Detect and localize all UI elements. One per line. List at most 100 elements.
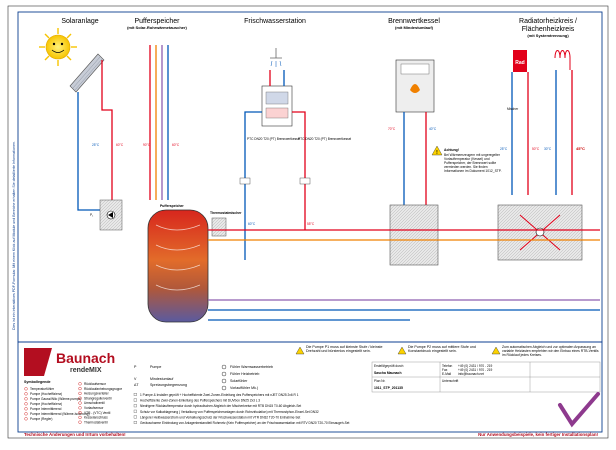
valve-fresh-left[interactable] <box>239 177 251 185</box>
warning-box: ! Achtung! Bei Wärmeerzeugern mit ungere… <box>431 145 501 173</box>
logo-brand: Baunach <box>56 350 115 366</box>
phone-label: Telefon <box>442 364 453 368</box>
legend-p: P <box>134 365 137 369</box>
sensor-icon-1 <box>221 364 227 370</box>
temp-heat-1: 25°C <box>500 147 508 151</box>
side-note: Dies ist ein interaktives PDF-Formular. … <box>12 141 16 330</box>
temp-solar-return: 25°C <box>92 143 100 147</box>
legend-item: Temperaturfühler <box>30 387 55 391</box>
shower-icon <box>270 48 282 67</box>
legend-item: Pumpe Gauss/Wilo (Wärme-pumpe) <box>30 397 81 401</box>
temp-heat-4: 45°C <box>576 146 585 151</box>
section-heating: Radiatorheizkreis / <box>519 18 577 25</box>
legend-item: Vorlaufsensor <box>84 406 104 410</box>
section-solar: Solaranlage <box>61 18 98 25</box>
phone: +49 (0) 2431 / 970 - 219 <box>458 364 493 368</box>
fresh-water-pipes <box>244 70 306 260</box>
section-heating-2: Flächenheizkreis <box>522 26 575 33</box>
boiler-manifold[interactable] <box>389 204 439 266</box>
warning-title: Achtung! <box>444 148 459 152</box>
radiator-icon[interactable] <box>513 50 527 72</box>
legend-dt-desc: Spreizungsbegrenzung <box>150 383 187 387</box>
section-heating-sub: (mit Systemtrennung) <box>527 33 569 38</box>
sensor-icon-2 <box>221 371 227 377</box>
legend-symbol-icon <box>24 397 28 401</box>
created-by-label: Erstellt/geprüft durch <box>374 364 404 368</box>
legend-f3: Solarfühler <box>230 379 248 383</box>
radiator-label: Rad <box>515 60 524 66</box>
legend-symbol-icon <box>78 387 82 391</box>
legend-symbol-icon <box>78 420 82 424</box>
legend-item: Umschaltventil <box>84 401 105 405</box>
info-checkbox[interactable] <box>133 415 137 419</box>
legend-symbol-icon <box>24 407 28 411</box>
note-2-icon <box>397 346 407 355</box>
solar-station[interactable] <box>99 199 123 231</box>
note-3-icon <box>491 346 501 355</box>
thermostat-mixer[interactable] <box>211 217 227 237</box>
section-buffer-sub: (mit Solar-Rohrwärmetauscher) <box>127 25 187 30</box>
heating-pipes <box>511 70 573 195</box>
legend-symbol-icon <box>24 392 28 396</box>
heating-manifold[interactable] <box>497 204 583 261</box>
section-boiler-sub: (mit Mindestumlauf) <box>395 25 434 30</box>
buffer-tank[interactable] <box>147 209 209 323</box>
info-checkbox[interactable] <box>133 393 137 396</box>
project-table: Erstellt/geprüft durch Sascha Maunach Te… <box>371 361 601 393</box>
signature-label: Unterschrift <box>442 379 458 383</box>
temp-boiler-2: 40°C <box>429 127 437 131</box>
info-checkbox[interactable] <box>133 409 137 413</box>
info-checkbox[interactable] <box>133 404 137 408</box>
buffer-tank-label: Pufferspeicher <box>160 204 184 208</box>
legend-symbol-icon <box>24 412 28 416</box>
boiler[interactable] <box>395 59 435 113</box>
legend-vmin-desc: Mindestumlauf <box>150 377 173 381</box>
legend-dt: ΔT <box>134 383 139 387</box>
abbrev-legend: P Pumpe V Mindestumlauf ΔT Spreizungsbeg… <box>134 364 273 391</box>
note-2: Die Pumpe P2 muss auf mittlere Stufe und… <box>408 345 476 354</box>
boiler-pipes <box>403 112 427 205</box>
info-line: Längerer Heißwasserstrom und Verkalkungs… <box>140 415 300 419</box>
legend-p-desc: Pumpe <box>150 365 161 369</box>
valve-fresh-right[interactable] <box>299 177 311 185</box>
legend-symbol-icon <box>24 402 28 406</box>
legend-item: Pumpe Intermittierend (Wärme-Isolierung) <box>30 412 90 416</box>
note-1: Die Pumpe P1 muss auf kleinste Stufe / k… <box>306 345 383 354</box>
outer-frame <box>7 5 609 439</box>
legend-item: Rücklaufanhebungsgruppe <box>84 387 122 391</box>
info-checkbox[interactable] <box>133 421 137 424</box>
legend-symbol-icon <box>78 391 82 395</box>
legend-item: Kesselanschluss <box>84 416 108 420</box>
email-label: E-Mail <box>442 372 451 376</box>
info-line: Hocheffiziente Zwei-Zonen-Einleitung des… <box>140 399 260 403</box>
legend-title: Symbollegende <box>24 380 51 384</box>
sun-icon <box>39 28 77 66</box>
fresh-water-station[interactable] <box>261 85 293 127</box>
footer-left: Technische Änderungen und Irrtum vorbeha… <box>24 432 126 437</box>
svg-text:!: ! <box>436 150 438 156</box>
temp-buffer-2: 60°C <box>172 143 180 147</box>
warning-icon <box>431 145 443 156</box>
sensor-icon-4 <box>221 385 227 391</box>
legend-f4: Vorlauffühler Mk.) <box>230 386 258 390</box>
legend-item: VTR - (VTC) Ventil <box>84 411 111 415</box>
logo-product: rendeMIX <box>70 367 102 374</box>
ptc-label-right: PTC DN20 T20 (PT) Brennwertkessel <box>298 137 352 141</box>
legend-item: Rücklaufsensor <box>84 382 107 386</box>
legend-symbol-icon <box>78 401 82 405</box>
legend-item: Thermostatventil <box>84 420 108 424</box>
note-1-icon <box>295 346 305 355</box>
legend-symbol-icon <box>78 406 82 410</box>
temp-heat-2: 50°C <box>532 147 540 151</box>
sensor-icon-3 <box>221 378 227 384</box>
floor-heating-icon[interactable] <box>554 50 571 71</box>
solar-collector[interactable] <box>69 53 105 93</box>
info-checkbox[interactable] <box>133 398 137 402</box>
temp-boiler-1: 70°C <box>388 127 396 131</box>
notes-row: Die Pumpe P1 muss auf kleinste Stufe / k… <box>295 345 599 357</box>
legend-symbol-icon <box>78 415 82 419</box>
legend-item: Pumpe Intermittierend <box>30 407 62 411</box>
temp-fresh-right: 55°C <box>307 222 315 226</box>
